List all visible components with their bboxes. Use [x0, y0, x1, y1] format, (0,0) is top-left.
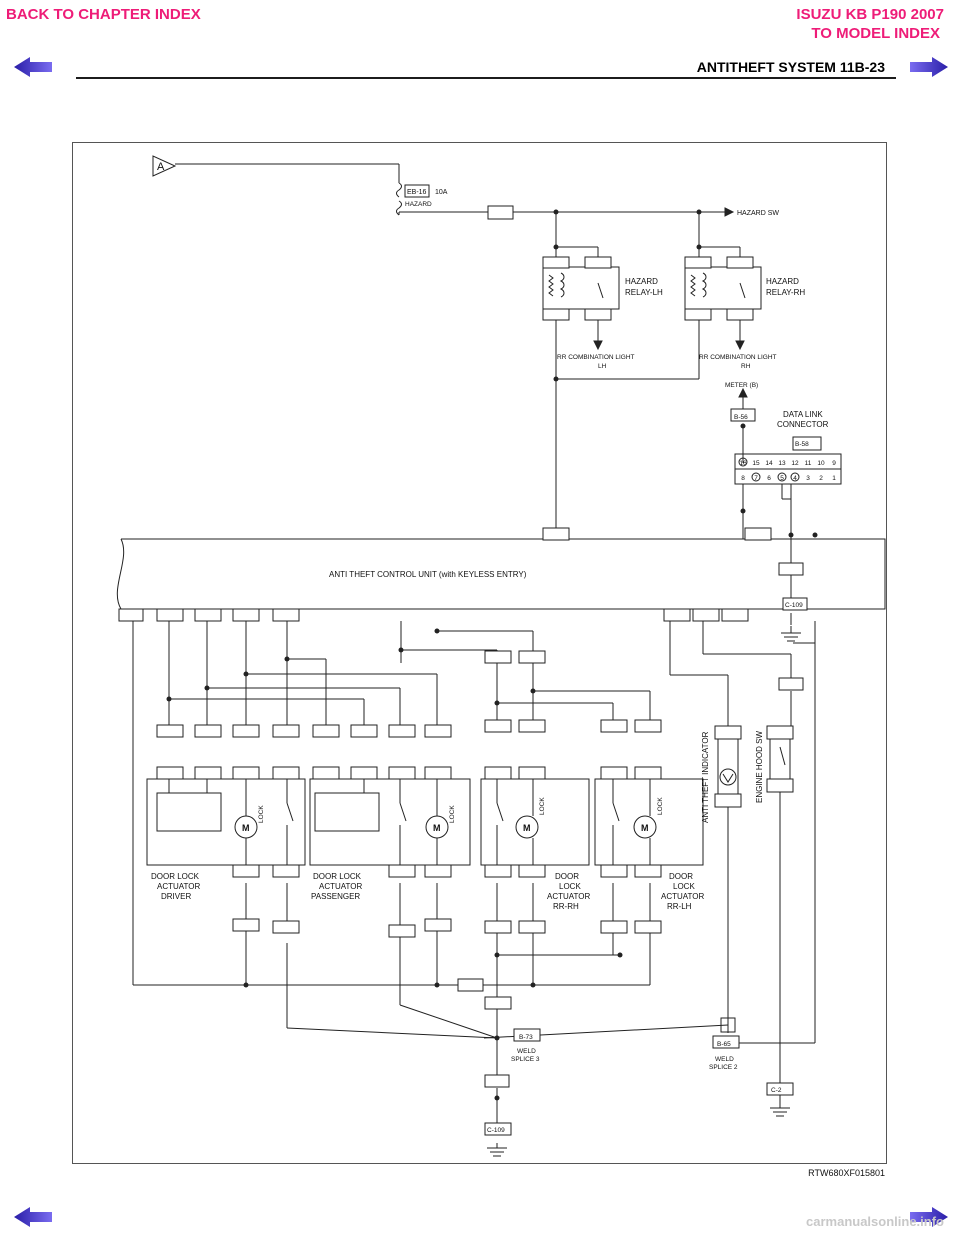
dlc-pin-10: 10: [817, 460, 825, 467]
dlc-pin-3: 3: [806, 475, 810, 482]
relay-rh-name-2: RELAY-RH: [766, 288, 805, 297]
fuse-rating: 10A: [435, 189, 448, 196]
weld3-line2: SPLICE 3: [511, 1056, 540, 1063]
dlc-pin-15: 15: [752, 460, 760, 467]
weld2-line1: WELD: [715, 1056, 734, 1063]
rrh-line2: LOCK: [559, 882, 581, 891]
pas-line2: ACTUATOR: [319, 882, 362, 891]
header-rule: [76, 77, 896, 79]
drv-line3: DRIVER: [161, 892, 191, 901]
dlc-pin-2: 2: [819, 475, 823, 482]
rlh-line3: ACTUATOR: [661, 892, 704, 901]
pas-line3: PASSENGER: [311, 892, 360, 901]
dlc-pin-13: 13: [778, 460, 786, 467]
dlc-pin-12: 12: [791, 460, 799, 467]
rlh-line4: RR-LH: [667, 902, 692, 911]
rr-rh-line2: RH: [741, 363, 751, 370]
dlc-conn: B-58: [795, 441, 809, 448]
prev-page-arrow-icon[interactable]: [14, 56, 54, 78]
weld3-line1: WELD: [517, 1048, 536, 1055]
brand-title: ISUZU KB P190 2007: [796, 6, 944, 23]
dlc-pin-1: 1: [832, 475, 836, 482]
motor-pas: M: [433, 823, 441, 833]
meter-label: METER (B): [725, 382, 758, 389]
hazard-sw-label: HAZARD SW: [737, 210, 779, 217]
pas-line1: DOOR LOCK: [313, 872, 362, 881]
lock-pas: LOCK: [449, 805, 456, 823]
dlc-pin-9: 9: [832, 460, 836, 467]
dlc-pin-14: 14: [765, 460, 773, 467]
dlc-pin-7: 7: [754, 475, 758, 482]
relay-lh-name-1: HAZARD: [625, 277, 658, 286]
rr-lh-line1: RR COMBINATION LIGHT: [557, 354, 635, 361]
weld2-line2: SPLICE 2: [709, 1064, 738, 1071]
to-model-index-link[interactable]: TO MODEL INDEX: [811, 25, 940, 42]
page-title: ANTITHEFT SYSTEM 11B-23: [696, 59, 885, 75]
ground-c2: C-2: [771, 1087, 782, 1094]
motor-rlh: M: [641, 823, 649, 833]
drv-line1: DOOR LOCK: [151, 872, 200, 881]
dlc-pin-16: 16: [739, 460, 747, 467]
rrh-line3: ACTUATOR: [547, 892, 590, 901]
motor-drv: M: [242, 823, 250, 833]
rr-lh-line2: LH: [598, 363, 607, 370]
wiring-diagram: A EB-16 10A HAZARD HAZARD SW HAZARD RELA…: [72, 142, 887, 1164]
fuse-name: HAZARD: [405, 201, 432, 208]
dlc-pin-11: 11: [805, 460, 812, 467]
hood-sw-label: ENGINE HOOD SW: [755, 731, 764, 803]
drv-line2: ACTUATOR: [157, 882, 200, 891]
indicator-label: ANTI THEFT INDICATOR: [701, 731, 710, 823]
ground-c109-top: C-109: [785, 602, 803, 609]
relay-rh-name-1: HAZARD: [766, 277, 799, 286]
diagram-ref-code: RTW680XF015801: [808, 1168, 885, 1178]
dlc-pin-8: 8: [741, 475, 745, 482]
weld3-conn: B-73: [519, 1034, 533, 1041]
back-to-chapter-link[interactable]: BACK TO CHAPTER INDEX: [6, 6, 201, 23]
lock-rrh: LOCK: [539, 797, 546, 815]
next-page-arrow-icon[interactable]: [908, 56, 948, 78]
wiring-diagram-svg: A EB-16 10A HAZARD HAZARD SW HAZARD RELA…: [116, 155, 886, 1157]
ground-c109-bottom: C-109: [487, 1127, 505, 1134]
input-a-label: A: [157, 161, 165, 173]
ecu-label: ANTI THEFT CONTROL UNIT (with KEYLESS EN…: [329, 570, 527, 579]
dlc-pin-4: 4: [793, 475, 797, 482]
prev-page-arrow-bottom-icon[interactable]: [14, 1206, 54, 1228]
lock-drv: LOCK: [258, 805, 265, 823]
rrh-line4: RR-RH: [553, 902, 579, 911]
motor-rrh: M: [523, 823, 531, 833]
rlh-line2: LOCK: [673, 882, 695, 891]
next-page-arrow-bottom-icon[interactable]: [908, 1206, 948, 1228]
weld2-conn: B-65: [717, 1041, 731, 1048]
dlc-pin-6: 6: [767, 475, 771, 482]
rr-rh-line1: RR COMBINATION LIGHT: [699, 354, 777, 361]
dlc-conn2: B-56: [734, 414, 748, 421]
rrh-line1: DOOR: [555, 872, 579, 881]
fuse-id: EB-16: [407, 189, 427, 196]
dlc-name-2: CONNECTOR: [777, 420, 829, 429]
lock-rlh: LOCK: [657, 797, 664, 815]
relay-lh-name-2: RELAY-LH: [625, 288, 663, 297]
dlc-name-1: DATA LINK: [783, 410, 823, 419]
dlc-pin-5: 5: [780, 475, 784, 482]
rlh-line1: DOOR: [669, 872, 693, 881]
site-watermark: carmanualsonline.info: [806, 1214, 944, 1229]
